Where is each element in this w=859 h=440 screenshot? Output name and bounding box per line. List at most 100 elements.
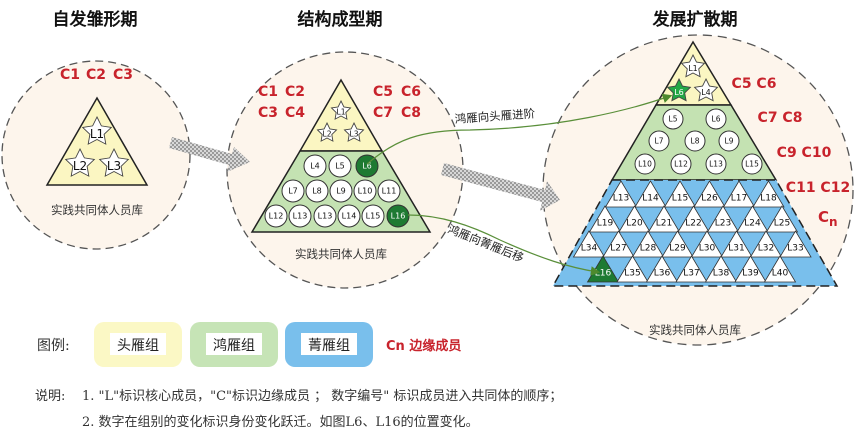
demote-label: 鸿雁向菁雁后移	[446, 222, 526, 265]
member-circle: L12	[264, 204, 288, 228]
member-triangle: L30	[690, 230, 724, 258]
member-triangle: L40	[763, 255, 797, 283]
legend-label-bg-honghong	[206, 333, 262, 355]
triangle-marker	[763, 255, 797, 283]
triangle-marker	[677, 205, 710, 233]
member-triangle: L17	[722, 180, 756, 208]
edge-member: C3	[113, 67, 133, 83]
circle-marker	[670, 153, 692, 175]
member-triangle: L33	[779, 230, 812, 258]
edge-member: C7	[373, 105, 393, 121]
member-circle: L5	[328, 154, 352, 178]
member-label: L19	[597, 219, 614, 229]
member-label: L8	[312, 187, 322, 196]
member-label: L34	[581, 244, 598, 254]
triangle-marker	[616, 255, 649, 283]
triangle-marker	[749, 230, 783, 258]
member-label: L32	[758, 244, 774, 254]
triangle-marker	[704, 255, 738, 283]
circle-marker	[377, 179, 401, 203]
member-label: L12	[674, 160, 688, 169]
legend-label: 图例:	[37, 338, 70, 354]
star-icon	[693, 77, 719, 102]
member-star: L2	[316, 121, 338, 142]
member-label: L24	[744, 219, 761, 229]
edge-member: C7 C8	[758, 110, 803, 126]
circle-marker	[705, 108, 727, 130]
member-label: L8	[691, 137, 700, 146]
member-label: L13	[293, 212, 308, 221]
edge-member: C2	[86, 67, 106, 83]
member-label: L33	[787, 244, 803, 254]
circle-marker	[328, 154, 352, 178]
triangle-marker	[618, 205, 651, 233]
member-label: L10	[358, 187, 373, 196]
member-star: L2	[64, 147, 96, 177]
circle-marker	[634, 153, 656, 175]
member-star: L1	[330, 99, 352, 120]
notes: 说明: 1. "L"标识核心成员，"C"标识边缘成员 ； 数字编号" 标识成员进…	[35, 388, 562, 430]
legend-item-head: 头雁组	[117, 338, 159, 354]
edge-member: C9 C10	[777, 145, 832, 161]
legend-item-jing: 菁雁组	[308, 338, 350, 354]
promote-l6-line	[366, 93, 673, 165]
member-label: L38	[713, 269, 730, 279]
circle-marker	[648, 130, 670, 152]
circle-marker	[355, 154, 379, 178]
member-label: L2	[73, 159, 87, 173]
stage-2-to-3-arrow	[441, 163, 560, 211]
member-star: L1	[680, 53, 706, 78]
member-label: L37	[683, 269, 699, 279]
circle-marker	[684, 130, 706, 152]
member-label: L9	[336, 187, 346, 196]
edge-member: C4	[285, 105, 305, 121]
member-label: L1	[90, 127, 104, 141]
triangle-marker	[693, 180, 726, 208]
stage-3-title: 发展扩散期	[652, 9, 738, 30]
notes-label: 说明:	[35, 389, 65, 404]
member-label: L13	[709, 160, 723, 169]
triangle-marker	[661, 230, 694, 258]
member-label: L1	[688, 64, 698, 73]
member-label: L10	[638, 160, 652, 169]
member-star: L4	[693, 77, 719, 102]
member-circle: L8	[305, 179, 329, 203]
member-label: L16	[391, 212, 406, 221]
triangle-marker	[752, 180, 785, 208]
member-label: L23	[715, 219, 731, 229]
member-star: L6	[666, 77, 692, 102]
legend-item-honghong: 鸿雁组	[213, 337, 255, 354]
member-label: L1	[337, 108, 346, 117]
triangle-marker	[602, 230, 635, 258]
edge-member-n-sub: n	[829, 215, 838, 229]
member-circle: L5	[662, 108, 684, 130]
triangle-marker	[604, 180, 638, 208]
edge-member: C1	[258, 84, 278, 100]
member-circle: L13	[313, 204, 337, 228]
triangle-marker	[634, 180, 667, 208]
member-label: L16	[595, 269, 612, 279]
member-label: L4	[701, 88, 711, 97]
member-triangle: L18	[752, 180, 785, 208]
member-circle: L6	[705, 108, 727, 130]
triangle-marker	[690, 230, 724, 258]
member-triangle: L23	[706, 205, 740, 233]
member-label: L2	[323, 130, 332, 139]
member-label: L15	[672, 194, 688, 204]
edge-member-n-base: C	[818, 208, 829, 226]
star-icon	[330, 99, 352, 120]
circle-marker	[305, 179, 329, 203]
member-triangle: L36	[645, 255, 679, 283]
star-icon	[98, 147, 130, 177]
member-triangle: L14	[634, 180, 667, 208]
stage-1-pool-label: 实践共同体人员库	[51, 203, 143, 217]
circle-marker	[329, 179, 353, 203]
member-circle: L12	[670, 153, 692, 175]
member-label: L7	[655, 137, 664, 146]
member-label: L39	[742, 269, 759, 279]
